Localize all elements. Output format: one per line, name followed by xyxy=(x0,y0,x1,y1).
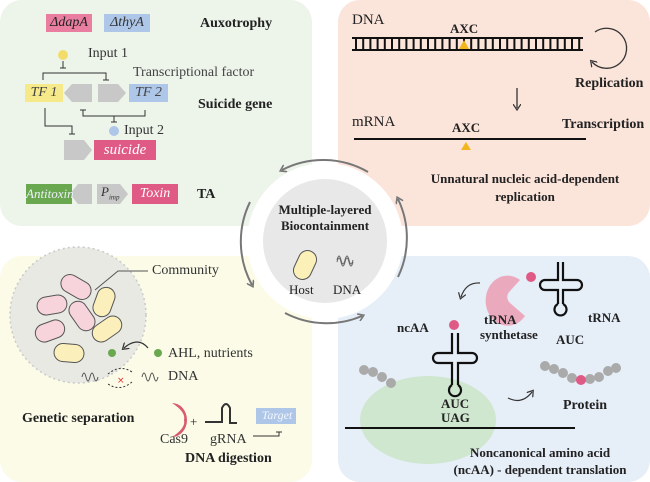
unnatural-caption-line1: Unnatural nucleic acid-dependent xyxy=(430,171,620,186)
polypeptide-chain xyxy=(359,365,396,388)
community-label: Community xyxy=(152,263,219,278)
genetic-separation-label: Genetic separation xyxy=(22,411,135,426)
community-cells xyxy=(34,274,123,364)
suicide-gene-label: Suicide gene xyxy=(198,97,273,112)
tf-label: Transcriptional factor xyxy=(133,65,255,80)
tf1-box: TF 1 xyxy=(25,84,63,102)
cycle-arrow-top xyxy=(282,159,369,173)
target-box xyxy=(256,408,296,424)
cycle-arrow-left xyxy=(239,201,252,285)
protein-ncaa-dot xyxy=(576,375,586,385)
input1-dot xyxy=(58,50,68,60)
host-cell-icon xyxy=(292,250,318,280)
ncaa-label: ncAA xyxy=(397,320,429,335)
replication-loop-icon xyxy=(592,27,628,69)
plus-sign: + xyxy=(190,414,198,429)
ncaa-caption-line2: (ncAA) - dependent translation xyxy=(453,462,627,477)
ahl-label: AHL, nutrients xyxy=(168,346,253,361)
protein-label: Protein xyxy=(563,398,608,413)
antitoxin-box: Antitoxin xyxy=(26,184,74,204)
ahl-arrow-icon xyxy=(124,341,149,348)
trna-label: tRNA xyxy=(588,310,621,325)
translation-arrow-icon xyxy=(507,392,532,402)
ncaa-dot xyxy=(449,320,459,330)
dna-digestion-label: DNA digestion xyxy=(185,451,272,466)
host-label: Host xyxy=(289,282,314,297)
dna-wave-icon xyxy=(336,255,354,265)
dna-title: DNA xyxy=(352,12,385,28)
trna-synthetase-label-line2: synthetase xyxy=(480,327,538,342)
cycle-arrow-right xyxy=(398,199,408,278)
uag-label: UAG xyxy=(441,410,470,425)
dna-separation-label: DNA xyxy=(168,369,199,384)
thyA-box: ΔthyA xyxy=(104,14,150,32)
trna-icon xyxy=(538,262,584,317)
mrna-title: mRNA xyxy=(352,114,396,130)
auc-label: AUC xyxy=(441,396,470,411)
center-disc xyxy=(263,179,387,303)
dna-ladder xyxy=(352,37,583,51)
cycle-arrow-bottom xyxy=(284,312,362,325)
promoter-left-icon xyxy=(64,84,92,102)
unnatural-caption-line2: replication xyxy=(495,189,555,204)
grna-icon xyxy=(205,403,237,424)
target-arrow xyxy=(253,432,280,437)
trna-synthetase-label-line1: tRNA xyxy=(484,312,517,327)
axc-marker-dna xyxy=(459,40,469,49)
ahl-dot-inside xyxy=(108,349,116,357)
cas9-icon xyxy=(172,403,187,437)
input2-label: Input 2 xyxy=(124,123,165,138)
dna-label: DNA xyxy=(333,282,362,297)
input1-label: Input 1 xyxy=(88,46,129,61)
toxin-box: Toxin xyxy=(132,184,178,204)
axc-marker-mrna xyxy=(461,142,471,150)
center-title-line1: Multiple-layered xyxy=(278,202,372,217)
transcription-label: Transcription xyxy=(562,117,645,132)
promoter-subscript: imp xyxy=(108,193,120,202)
blocked-x-icon: × xyxy=(117,376,125,386)
input2-dot xyxy=(109,126,119,136)
dapA-box: ΔdapA xyxy=(46,14,92,32)
replication-label: Replication xyxy=(575,76,644,91)
ncaa-dot-synthetase xyxy=(526,272,536,282)
ta-label: TA xyxy=(197,187,216,202)
suicide-box: suicide xyxy=(94,140,156,160)
trna-synthetase-icon xyxy=(485,275,525,326)
ta-promoter-left-icon xyxy=(70,184,92,204)
community-pointer xyxy=(94,270,148,291)
axc-label-mrna: AXC xyxy=(452,120,481,135)
promoter-right-icon xyxy=(98,84,126,102)
dna-wave-left-icon xyxy=(81,372,99,382)
ahl-dot-outside xyxy=(154,349,162,357)
promoter-label: Pimp xyxy=(101,185,119,202)
grna-label: gRNA xyxy=(210,432,247,447)
trna-bound-icon xyxy=(431,333,479,398)
promoter-letter: P xyxy=(101,184,109,199)
tf2-box: TF 2 xyxy=(129,84,168,102)
auc-top-label: AUC xyxy=(556,332,585,347)
ncaa-caption-line1: Noncanonical amino acid xyxy=(469,445,611,460)
cas9-label: Cas9 xyxy=(160,432,188,447)
center-title-line2: Biocontainment xyxy=(280,218,370,233)
ribosome xyxy=(360,376,496,464)
axc-label-dna: AXC xyxy=(450,21,479,36)
protein-chain xyxy=(540,361,621,384)
suicide-promoter-icon xyxy=(64,140,92,160)
auxotrophy-label: Auxotrophy xyxy=(200,16,273,31)
dna-wave-right-icon xyxy=(141,372,159,382)
synthetase-arrow-icon xyxy=(461,282,481,297)
ta-promoter-right-icon xyxy=(97,184,128,204)
target-label: Target xyxy=(261,408,293,422)
